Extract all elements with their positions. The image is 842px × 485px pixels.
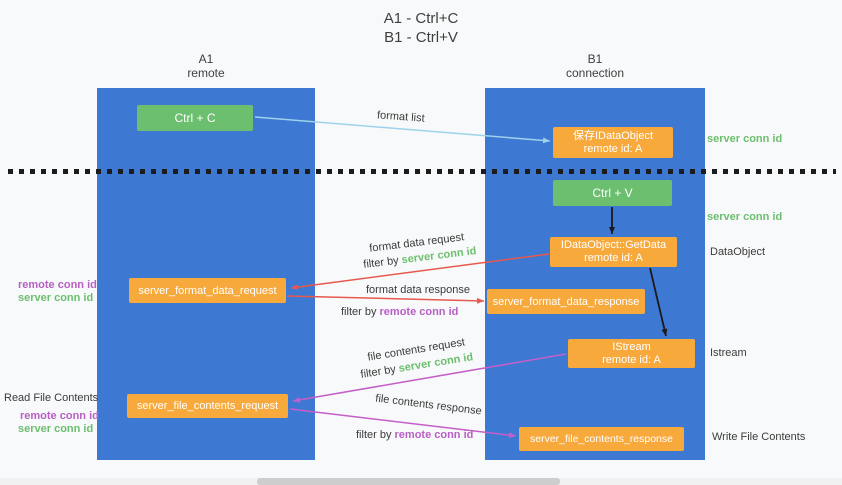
- server-file-contents-response-label: server_file_contents_response: [529, 433, 673, 445]
- server-conn-id-mid-label: server conn id: [707, 211, 783, 223]
- save-dataobject-line1: 保存IDataObject: [572, 129, 654, 142]
- filter-by-text: filter by: [359, 362, 400, 381]
- lane-header-a1: A1 remote: [97, 52, 315, 80]
- read-file-contents-label: Read File Contents: [4, 392, 99, 404]
- save-dataobject-line2: remote id: A: [583, 142, 643, 155]
- ctrl-v-box: Ctrl + V: [553, 180, 672, 206]
- getdata-box: IDataObject::GetData remote id: A: [550, 237, 677, 267]
- remote-conn-id-text: remote conn id: [394, 429, 474, 441]
- arrow-format-data-response: [286, 295, 485, 304]
- filter-by-text: filter by: [356, 429, 395, 441]
- lane-b1-subtitle: connection: [565, 66, 625, 80]
- lane-b1-name: B1: [587, 52, 603, 66]
- server-format-data-response-label: server_format_data_response: [492, 295, 640, 308]
- title-line-2: B1 - Ctrl+V: [384, 29, 458, 46]
- title-line-1: A1 - Ctrl+C: [383, 10, 459, 27]
- istream-line2: remote id: A: [602, 353, 661, 366]
- file-contents-response-label: file contents response: [374, 392, 483, 418]
- dataobject-label: DataObject: [710, 246, 766, 258]
- horizontal-scrollbar-thumb[interactable]: [257, 478, 560, 485]
- server-format-data-request-label: server_format_data_request: [138, 284, 277, 297]
- lane-a1-name: A1: [198, 52, 214, 66]
- server-conn-id-left-top: server conn id: [18, 292, 94, 304]
- remote-conn-id-left-top: remote conn id: [18, 279, 97, 291]
- dotted-divider: [8, 169, 836, 174]
- filter-by-text: filter by: [362, 254, 403, 271]
- remote-conn-id-text: remote conn id: [379, 306, 459, 318]
- format-data-response-filter: filter by remote conn id: [341, 306, 458, 318]
- getdata-line2: remote id: A: [584, 252, 643, 264]
- ctrl-c-label: Ctrl + C: [174, 111, 216, 125]
- filter-by-text: filter by: [341, 306, 380, 318]
- server-format-data-request-box: server_format_data_request: [129, 278, 286, 303]
- server-file-contents-request-label: server_file_contents_request: [136, 400, 279, 412]
- istream-line1: IStream: [612, 340, 651, 353]
- server-conn-id-top-label: server conn id: [707, 133, 783, 145]
- server-format-data-response-box: server_format_data_response: [487, 289, 645, 314]
- istream-side-label: Istream: [710, 347, 747, 359]
- horizontal-scrollbar-track[interactable]: [0, 478, 842, 485]
- ctrl-c-box: Ctrl + C: [137, 105, 253, 131]
- file-contents-response-filter: filter by remote conn id: [356, 429, 473, 441]
- server-file-contents-response-box: server_file_contents_response: [519, 427, 684, 451]
- format-data-response-label: format data response: [366, 284, 470, 296]
- format-list-label: format list: [376, 109, 426, 125]
- ctrl-v-label: Ctrl + V: [592, 186, 633, 200]
- diagram-title: A1 - Ctrl+C B1 - Ctrl+V: [0, 9, 842, 47]
- lane-a1-subtitle: remote: [187, 66, 225, 80]
- server-conn-id-left-bottom: server conn id: [18, 423, 94, 435]
- getdata-line1: IDataObject::GetData: [560, 239, 667, 251]
- write-file-contents-label: Write File Contents: [712, 431, 806, 443]
- lane-header-b1: B1 connection: [485, 52, 705, 80]
- istream-box: IStream remote id: A: [568, 339, 695, 368]
- save-dataobject-box: 保存IDataObject remote id: A: [553, 127, 673, 158]
- remote-conn-id-left-bottom: remote conn id: [20, 410, 99, 422]
- server-file-contents-request-box: server_file_contents_request: [127, 394, 288, 418]
